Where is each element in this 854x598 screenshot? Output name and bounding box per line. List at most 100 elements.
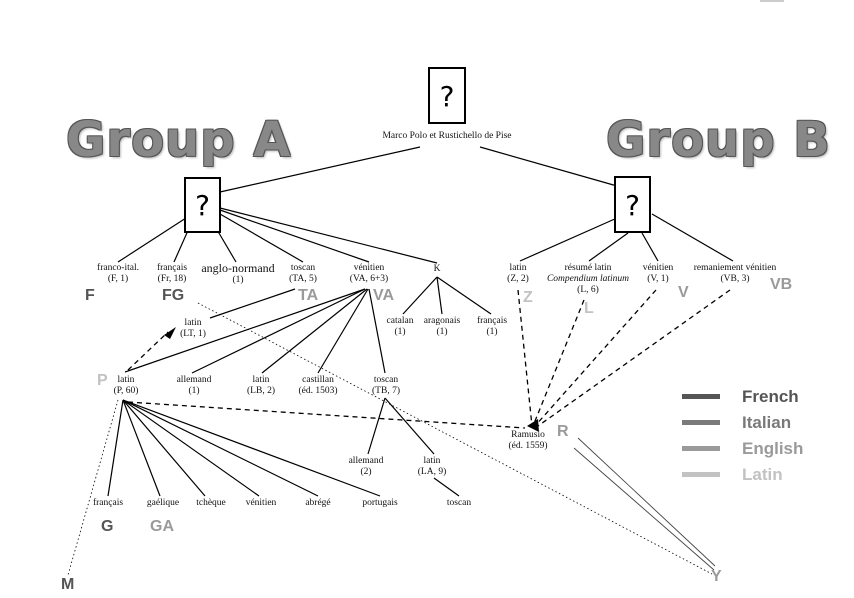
siglum-vb: VB: [770, 276, 793, 293]
node-name: allemand: [176, 375, 212, 385]
node-sub: (1): [188, 386, 200, 396]
node-sub: (2): [360, 467, 372, 477]
node-name: latin: [252, 375, 270, 385]
node-sub: (F, 1): [107, 274, 129, 284]
edge-tb-la: [384, 397, 435, 455]
node-name: toscan: [373, 375, 399, 385]
siglum-m: M: [61, 576, 75, 593]
siglum-fg: FG: [162, 287, 185, 304]
node-anglo-normand: anglo-normand(1): [201, 262, 274, 286]
legend-swatch-french: [682, 394, 720, 399]
node-name: K: [433, 264, 441, 274]
node-sub: (1): [394, 327, 406, 337]
edge-p-por: [122, 399, 381, 497]
node-portugais: portugais: [362, 498, 398, 508]
node-name: français: [476, 316, 508, 326]
node-sub: (P, 60): [113, 386, 139, 396]
edge-b-l: [588, 232, 629, 262]
edge-p-fr: [107, 399, 124, 497]
node-ramusio: Ramusio(éd. 1559): [508, 430, 547, 452]
node-sub: (Fr, 18): [157, 274, 187, 284]
node-aragonais: aragonais(1): [424, 316, 460, 338]
edge-p-lt-dashed: [127, 331, 169, 371]
node-latin-lt: latin(LT, 1): [180, 318, 206, 340]
arrowhead-lt: [164, 327, 176, 339]
node-venitien-v: vénitien(V, 1): [643, 263, 674, 285]
edge-b-z: [519, 217, 618, 262]
node-latin-z: latin(Z, 2): [507, 263, 529, 285]
siglum-l: L: [584, 300, 594, 317]
edge-va-cas: [317, 288, 369, 374]
edge-a-f: [117, 217, 187, 263]
root-label: Marco Polo et Rustichello de Pise: [382, 131, 512, 141]
hyparchetype-b-question-mark: ?: [625, 189, 640, 222]
group-a-title: Group A: [66, 112, 292, 168]
edge-z-ramusio-dashed: [517, 289, 533, 427]
siglum-ga: GA: [150, 518, 174, 535]
node-sub: (VB, 3): [720, 274, 750, 284]
node-sub: (1): [486, 327, 498, 337]
edge-r-y-upper: [577, 437, 716, 567]
siglum-z: Z: [523, 289, 533, 306]
edge-va-lt: [209, 288, 296, 319]
node-name: toscan: [290, 263, 316, 273]
node-toscan-end: toscan: [446, 498, 472, 508]
arrowhead-ramusio: [527, 419, 539, 432]
siglum-f: F: [85, 287, 95, 304]
node-sub: (1): [436, 327, 448, 337]
node-sub-italic: Compendium latinum: [547, 274, 629, 285]
node-sub: (éd. 1559): [508, 441, 548, 451]
siglum-p: P: [97, 372, 108, 389]
legend-label-latin: Latin: [742, 465, 783, 484]
edge-k-ara: [436, 276, 443, 315]
edge-p-ramusio-dashed: [127, 401, 526, 429]
legend-label-italian: Italian: [742, 413, 792, 432]
edge-a-k: [219, 207, 438, 264]
edge-k-fr: [436, 276, 492, 315]
edge-vb-ramusio-dashed: [537, 289, 731, 427]
node-sub: (éd. 1503): [298, 386, 338, 396]
edge-fg-y-dotted: [197, 302, 713, 575]
siglum-y: Y: [711, 568, 722, 585]
node-name: franco-ital.: [97, 263, 139, 273]
node-name: remaniement vénitien: [693, 263, 777, 273]
node-toscan-tb: toscan(TB, 7): [372, 375, 400, 397]
edge-root-b: [479, 146, 618, 187]
edge-a-va: [219, 209, 370, 263]
node-remaniement-vb: remaniement vénitien(VB, 3): [694, 263, 777, 285]
node-name: latin: [509, 263, 527, 273]
node-francais-g: français: [92, 498, 124, 508]
node-sub: (LT, 1): [180, 329, 206, 339]
root-question-mark: ?: [439, 80, 455, 113]
legend-swatch-italian: [682, 420, 720, 425]
edge-va-lb: [261, 288, 368, 374]
edge-va-tb: [368, 288, 386, 374]
edge-v-ramusio-dashed: [534, 289, 657, 427]
node-sub: (VA, 6+3): [349, 274, 389, 284]
node-name: catalan: [386, 316, 414, 326]
hyparchetype-b-box: ?: [614, 176, 651, 233]
node-allemand-2: allemand(2): [349, 456, 384, 478]
siglum-r: R: [557, 423, 569, 440]
hyparchetype-a-box: ?: [184, 177, 221, 233]
node-allemand-1: allemand(1): [177, 375, 212, 397]
edge-va-all: [191, 288, 366, 374]
node-sub: (LB, 2): [247, 386, 275, 396]
edge-p-tch: [122, 399, 206, 497]
node-venitien-p: vénitien: [245, 498, 277, 508]
node-castillan: castillan(éd. 1503): [298, 375, 337, 397]
node-latin-la: latin(LA, 9): [418, 456, 447, 478]
group-b-title: Group B: [606, 112, 831, 168]
edge-p-abr: [122, 399, 319, 497]
node-latin-lb: latin(LB, 2): [247, 375, 275, 397]
node-sub: (1): [232, 275, 244, 285]
node-name: vénitien: [642, 263, 674, 273]
siglum-va: VA: [373, 287, 395, 304]
edge-va-p: [124, 288, 366, 373]
siglum-ta: TA: [298, 287, 319, 304]
node-gaelique: gaélique: [146, 498, 180, 508]
corner-mark: [760, 0, 784, 2]
siglum-v: V: [678, 284, 689, 301]
